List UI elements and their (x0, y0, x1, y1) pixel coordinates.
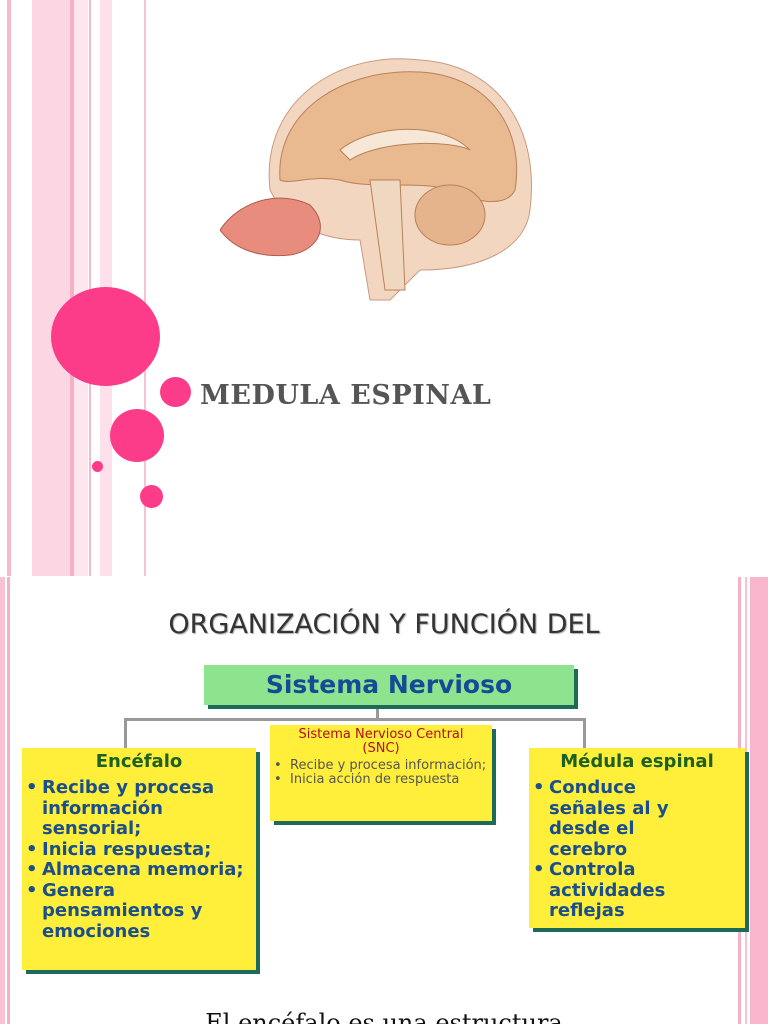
decor-stripe (745, 577, 747, 1024)
decor-stripe (74, 0, 88, 576)
slide-2: ORGANIZACIÓN Y FUNCIÓN DEL Sistema Nervi… (0, 577, 768, 1024)
encefalo-item: Inicia respuesta; (26, 839, 256, 861)
decor-circle (92, 461, 103, 472)
medula-heading: Médula espinal (560, 751, 714, 772)
decor-stripe (7, 577, 10, 1024)
connector-line (124, 718, 586, 721)
encefalo-item: Almacena memoria; (26, 859, 256, 881)
decor-stripe (70, 0, 74, 576)
slide-title: ORGANIZACIÓN Y FUNCIÓN DEL (168, 609, 600, 640)
connector-line (376, 691, 379, 721)
encefalo-heading: Encéfalo (95, 751, 183, 772)
decor-stripe (32, 0, 72, 576)
slide-1: MEDULA ESPINAL (7, 0, 532, 576)
decor-stripe (7, 0, 11, 576)
slide-title: MEDULA ESPINAL (200, 380, 492, 411)
medula-box: Médula espinal Conduce señales al y desd… (529, 748, 745, 928)
snc-box: Sistema Nervioso Central (SNC) Recibe y … (270, 725, 492, 821)
slide-caption: El encéfalo es una estructura (205, 1009, 563, 1024)
encefalo-box: Encéfalo Recibe y procesa información se… (22, 748, 256, 970)
decor-circle (160, 377, 191, 407)
decor-circle (51, 287, 160, 386)
snc-item: Recibe y procesa información; (274, 759, 492, 774)
brain-illustration (220, 58, 532, 301)
medula-item: Conduce señales al y desde el cerebro (533, 777, 705, 860)
decor-stripe (0, 577, 5, 1024)
encefalo-item: Genera pensamientos y emociones (26, 880, 256, 943)
snc-item: Inicia acción de respuesta (274, 773, 492, 788)
medula-item: Controla actividades reflejas (533, 859, 705, 922)
decor-stripe (144, 0, 146, 576)
snc-heading: Sistema Nervioso Central (SNC) (298, 727, 464, 756)
connector-line (583, 718, 586, 748)
decor-circle (110, 409, 164, 462)
decor-stripe (750, 577, 768, 1024)
root-box: Sistema Nervioso (204, 665, 574, 705)
connector-line (124, 718, 127, 748)
decor-circle (140, 485, 163, 508)
encefalo-item: Recibe y procesa información sensorial; (26, 777, 256, 840)
